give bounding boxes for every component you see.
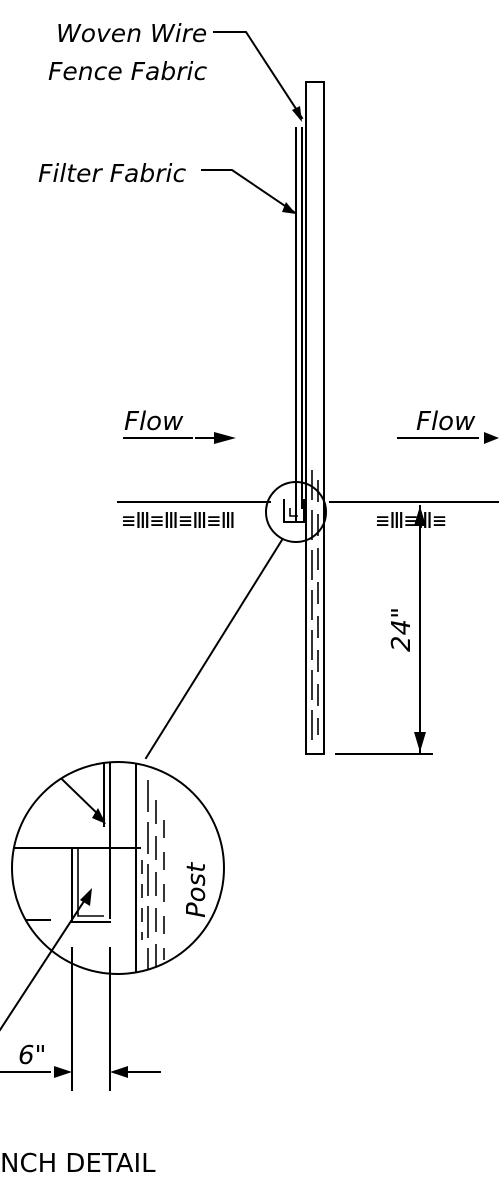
caption-text: NCH DETAIL — [0, 1149, 156, 1179]
flow-label-right: Flow — [416, 407, 476, 437]
flow-arrowhead-right — [484, 432, 499, 444]
woven-wire-arrowhead — [292, 106, 302, 122]
enlarged-detail: Post 6" — [0, 761, 225, 1091]
woven-wire-label-line2: Fence Fabric — [48, 57, 207, 86]
filter-fabric-arrowhead — [282, 202, 296, 214]
woven-wire-label-group: Woven Wire Fence Fabric — [48, 19, 304, 122]
flow-arrowhead-left — [214, 432, 236, 444]
filter-fabric-leader — [201, 169, 296, 214]
detail-callout-circle — [265, 481, 327, 543]
fabric-layers — [283, 127, 305, 523]
woven-wire-label-line1: Woven Wire — [56, 19, 207, 48]
post-label: Post — [182, 862, 212, 918]
fabric-trench-fold — [283, 499, 305, 523]
soil-symbol-right: ≡Ⅲ≡Ⅲ≡ — [376, 509, 446, 534]
soil-symbol-left: ≡Ⅲ≡Ⅲ≡Ⅲ≡Ⅲ — [122, 509, 236, 534]
trench-leader-arrowhead — [80, 888, 92, 906]
woven-wire-leader — [213, 31, 304, 120]
depth-dimension-label: 24" — [387, 607, 417, 652]
flow-right-group: Flow — [397, 407, 499, 444]
detail-leader-line — [144, 538, 284, 760]
flow-label-left: Flow — [124, 407, 184, 437]
filter-fabric-label: Filter Fabric — [38, 159, 186, 188]
post-section — [305, 81, 325, 755]
enlarged-detail-circle — [11, 761, 225, 975]
flow-left-group: Flow — [123, 407, 236, 444]
depth-dimension: 24" — [335, 505, 433, 755]
trench-width-label: 6" — [18, 1041, 47, 1071]
filter-fabric-label-group: Filter Fabric — [38, 159, 296, 214]
fence-post — [305, 81, 325, 755]
